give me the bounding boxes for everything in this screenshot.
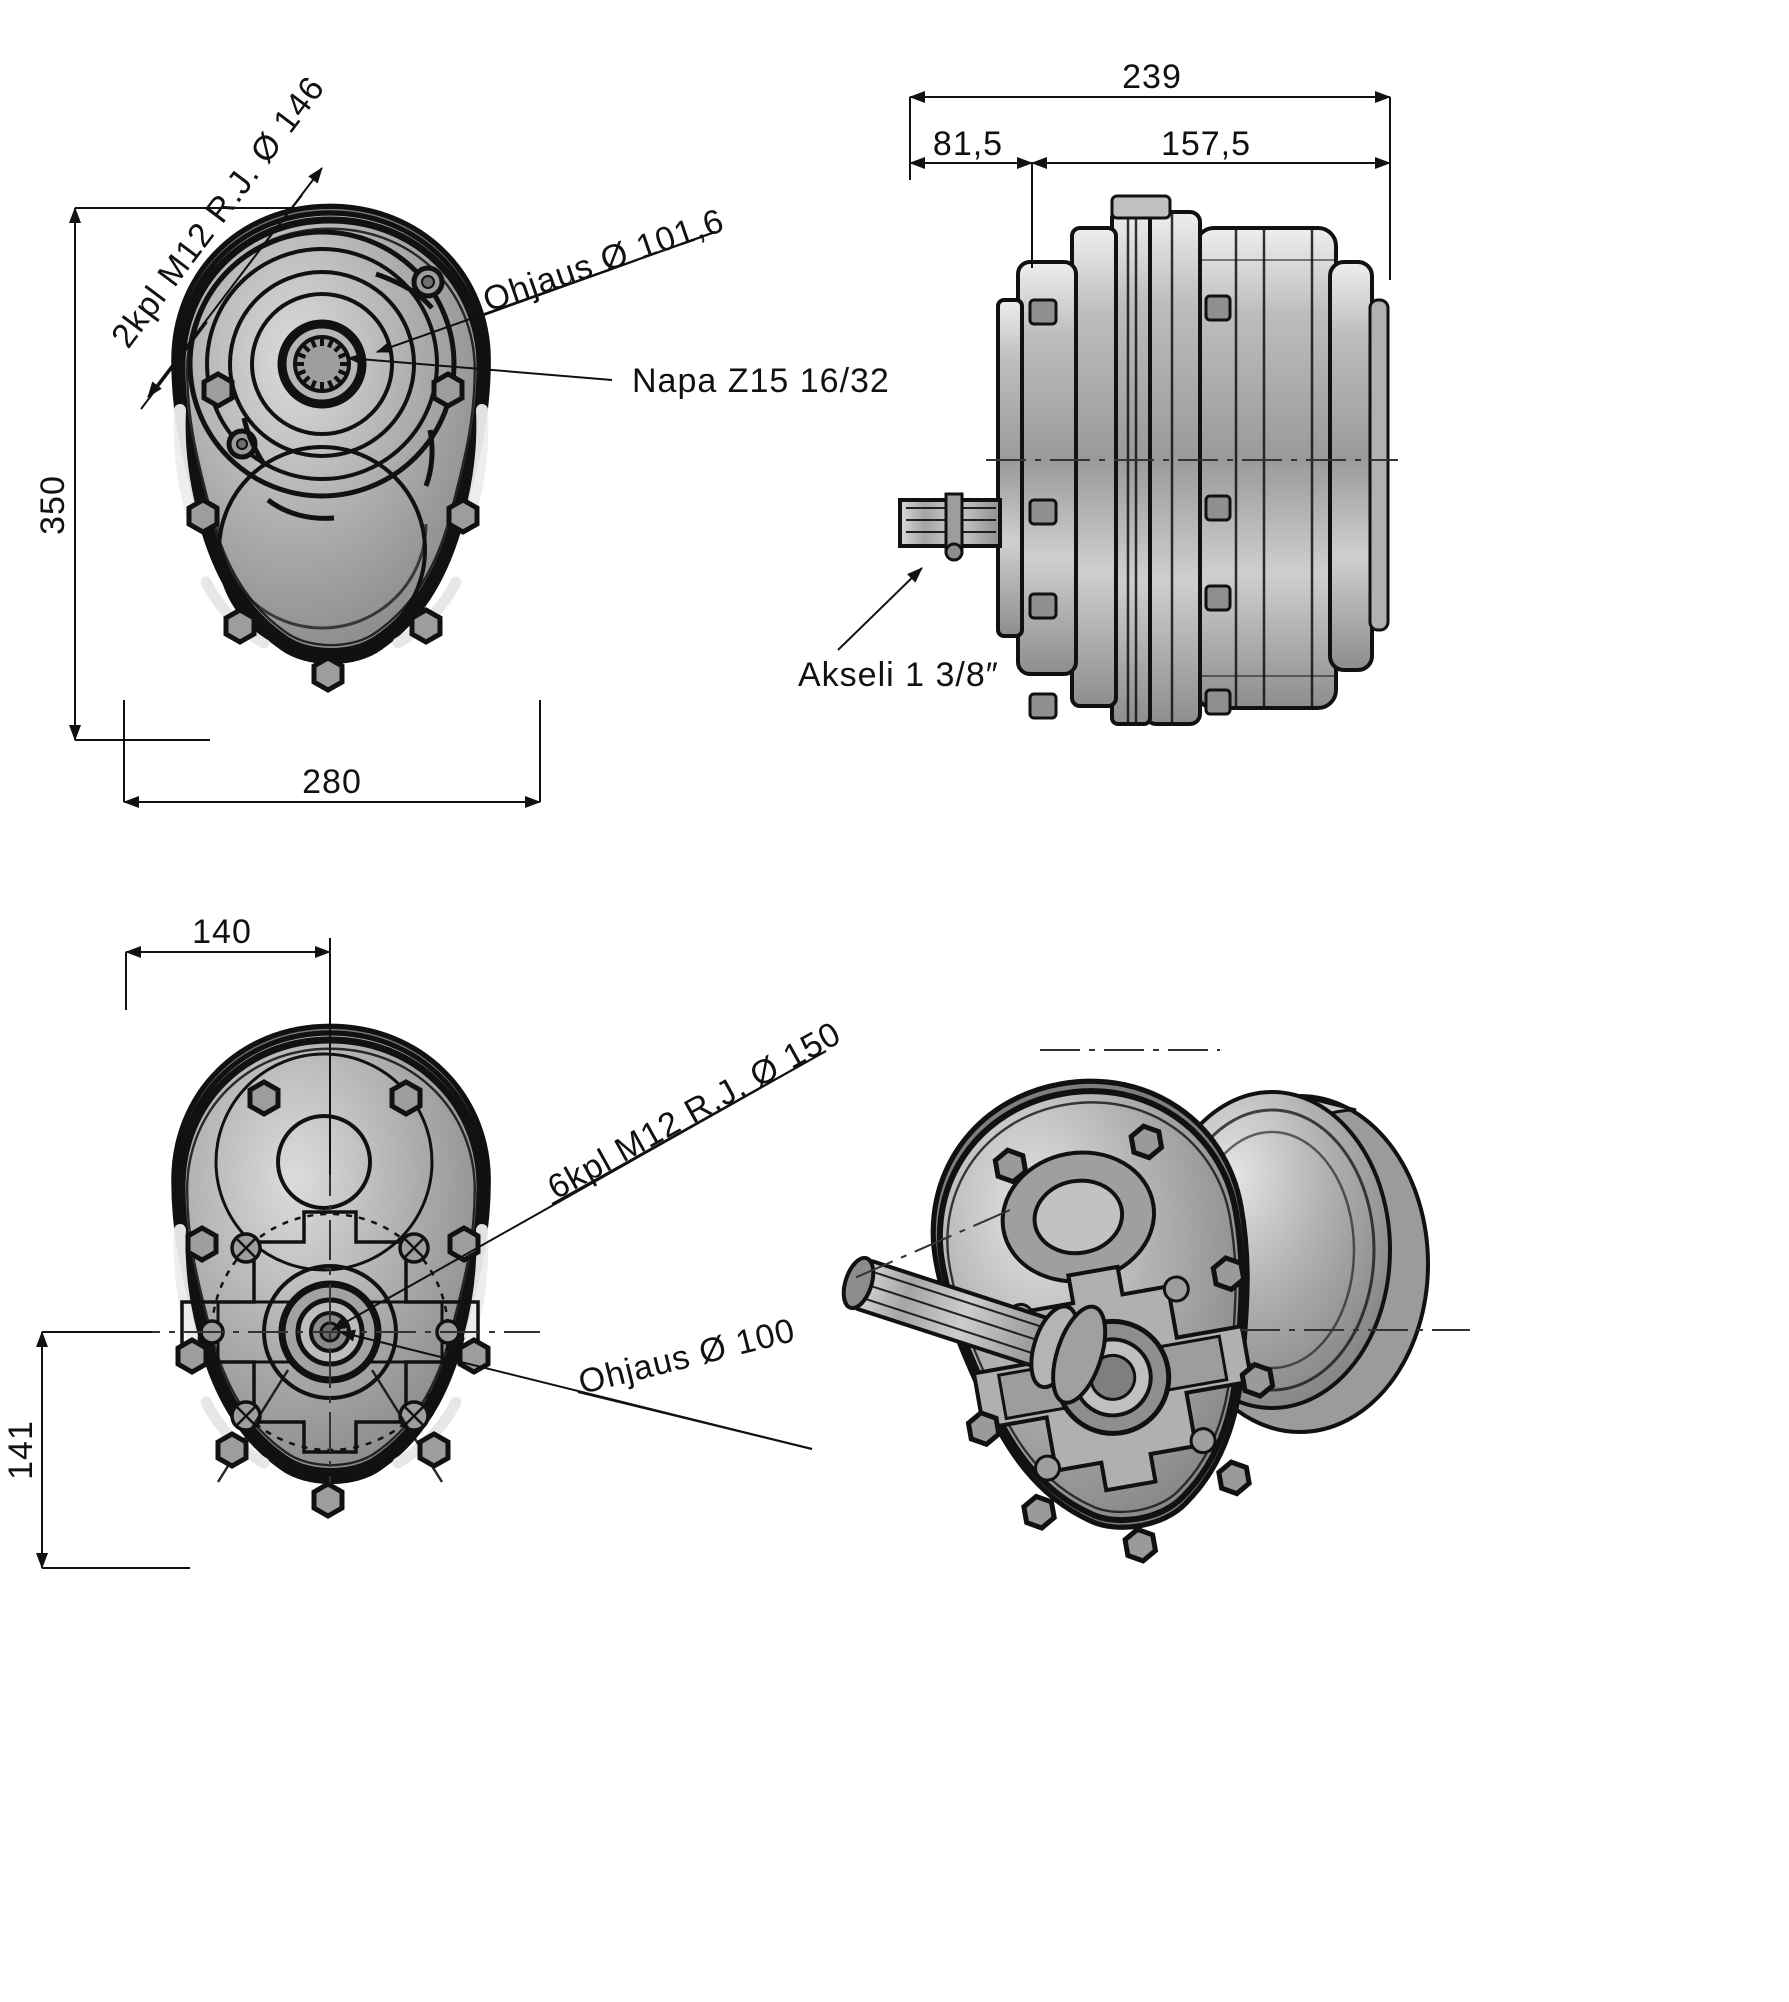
iso-centreline-left bbox=[849, 1209, 1011, 1281]
hex-bolt bbox=[446, 497, 480, 535]
dimension-350-label: 350 bbox=[34, 475, 72, 535]
upper-bore-inner bbox=[276, 1114, 372, 1210]
side-bolt bbox=[1204, 688, 1232, 716]
mount-screws bbox=[199, 1232, 461, 1432]
dimension-140-label: 140 bbox=[192, 913, 252, 951]
hex-bolt bbox=[409, 607, 443, 645]
shaft-groove bbox=[944, 542, 964, 562]
hex-bolt bbox=[223, 607, 257, 645]
dimension-141-label: 141 bbox=[2, 1420, 40, 1480]
iso-shaft-end bbox=[841, 1255, 876, 1311]
output-shaft bbox=[898, 492, 1002, 562]
hex-bolt bbox=[1216, 1459, 1252, 1497]
gearbox-isometric bbox=[841, 1049, 1470, 1564]
dimension-141: 141 bbox=[2, 1331, 190, 1569]
iso-upper-bore bbox=[1032, 1178, 1125, 1256]
rear-cap bbox=[1328, 260, 1374, 672]
gearbox-side-body bbox=[898, 194, 1398, 726]
hex-bolt bbox=[186, 497, 220, 535]
side-bolts bbox=[1028, 294, 1232, 720]
dimension-157-5: 157,5 bbox=[1031, 125, 1391, 169]
side-bolt bbox=[1028, 298, 1058, 326]
side-bolt bbox=[1204, 584, 1232, 612]
hex-bolt bbox=[1210, 1255, 1247, 1293]
dimension-239: 239 bbox=[909, 58, 1391, 280]
dimension-157-5-label: 157,5 bbox=[1161, 125, 1251, 163]
hex-bolt bbox=[992, 1147, 1029, 1185]
upper-bore-outer bbox=[214, 1052, 434, 1272]
housing-rear-body bbox=[120, 1026, 540, 1519]
side-bolt bbox=[1204, 294, 1232, 322]
mid-plate-c bbox=[1070, 226, 1118, 708]
dowel-hole-top-inner bbox=[421, 275, 435, 289]
dimension-140: 140 bbox=[125, 913, 331, 1175]
hex-bolt bbox=[1128, 1123, 1165, 1161]
hex-bolt bbox=[417, 1431, 451, 1469]
hex-bolt bbox=[965, 1409, 1002, 1448]
hex-bolt bbox=[1122, 1526, 1159, 1564]
hex-bolt bbox=[431, 371, 465, 409]
iso-output-shaft bbox=[841, 1255, 1108, 1405]
hex-bolt bbox=[247, 1079, 281, 1117]
callout-akseli-label: Akseli 1 3/8″ bbox=[798, 656, 999, 694]
hex-bolt bbox=[215, 1431, 249, 1469]
dimension-81-5: 81,5 bbox=[909, 125, 1033, 268]
side-bolt bbox=[1204, 494, 1232, 522]
seam-lines bbox=[1126, 214, 1314, 722]
top-nub bbox=[1110, 194, 1172, 220]
hex-bolt bbox=[389, 1079, 423, 1117]
hex-bolt bbox=[175, 1337, 209, 1375]
hex-bolt bbox=[1021, 1493, 1057, 1531]
front-cover bbox=[996, 298, 1024, 638]
iso-shaft-seal bbox=[1051, 1304, 1108, 1405]
dimension-81-5-label: 81,5 bbox=[933, 125, 1003, 163]
dimension-280: 280 bbox=[123, 700, 541, 808]
rear-cap-lip bbox=[1368, 298, 1390, 632]
side-bolt bbox=[1028, 592, 1058, 620]
dimension-239-label: 239 bbox=[1122, 58, 1182, 96]
gear-chamber-circle bbox=[217, 445, 427, 655]
view-bottom-right bbox=[841, 1049, 1470, 1564]
hex-bolts-front bbox=[186, 371, 480, 693]
side-bolt bbox=[1028, 692, 1058, 720]
view-top-right: 239 81,5 157,5 Akseli 1 3/8″ bbox=[798, 58, 1398, 726]
hex-bolt bbox=[201, 371, 235, 409]
callout-akseli: Akseli 1 3/8″ bbox=[798, 567, 999, 694]
hex-bolt bbox=[311, 655, 345, 693]
callout-napa-label: Napa Z15 16/32 bbox=[632, 362, 890, 400]
dimension-280-label: 280 bbox=[302, 763, 362, 801]
hex-bolt bbox=[185, 1225, 219, 1263]
hex-bolt bbox=[311, 1481, 345, 1519]
callout-napa: Napa Z15 16/32 bbox=[347, 353, 890, 400]
hex-bolt bbox=[1239, 1361, 1276, 1399]
side-bolt bbox=[1028, 498, 1058, 526]
hex-bolts-rear bbox=[175, 1079, 491, 1519]
dowel-hole-left-inner bbox=[236, 438, 248, 450]
